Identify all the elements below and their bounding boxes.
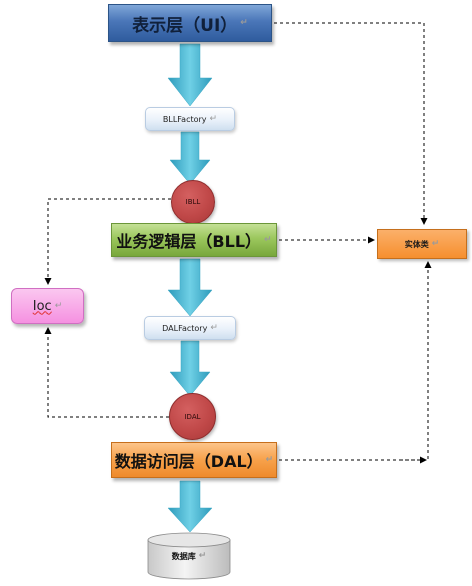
data-access-layer-label: 数据访问层（DAL） xyxy=(114,452,263,471)
database-cylinder-icon xyxy=(147,532,231,580)
idal-label: IDAL xyxy=(184,412,201,421)
paragraph-mark: ↵ xyxy=(209,114,218,124)
connector-idal-to-ioc xyxy=(44,327,169,418)
presentation-layer-label: 表示层（UI） xyxy=(132,15,238,36)
flow-arrow-dal-to-database xyxy=(167,480,213,533)
dal-factory-label: DALFactory xyxy=(162,323,208,333)
ibll-interface-circle: IBLL xyxy=(171,180,215,224)
ibll-label: IBLL xyxy=(185,198,201,206)
paragraph-mark: ↵ xyxy=(265,455,274,465)
business-logic-layer-label: 业务逻辑层（BLL） xyxy=(116,232,262,251)
connector-ibll-to-ioc xyxy=(44,198,171,285)
database-label-wrap: 数据库↵ xyxy=(148,548,230,564)
database-label: 数据库 xyxy=(171,551,196,561)
flow-arrow-ui-to-bllfactory xyxy=(167,43,213,107)
idal-interface-circle: IDAL xyxy=(169,393,216,440)
business-logic-layer-box: 业务逻辑层（BLL）↵ xyxy=(111,223,277,257)
flow-arrow-bll-to-dalfactory xyxy=(167,258,213,317)
data-access-layer-box: 数据访问层（DAL）↵ xyxy=(111,442,277,478)
ioc-container-box: Ioc↵ xyxy=(11,288,84,324)
entity-class-label: 实体类 xyxy=(404,239,429,249)
bll-factory-box: BLLFactory↵ xyxy=(145,107,235,131)
paragraph-mark: ↵ xyxy=(210,323,218,333)
paragraph-mark: ↵ xyxy=(198,551,207,561)
paragraph-mark: ↵ xyxy=(54,301,63,311)
presentation-layer-box: 表示层（UI）↵ xyxy=(108,4,272,42)
flow-arrow-bllfactory-to-ibll xyxy=(169,131,211,185)
connector-ui-to-entity xyxy=(274,22,428,225)
connector-dal-to-entity xyxy=(279,261,432,461)
bll-factory-label: BLLFactory xyxy=(162,114,207,124)
paragraph-mark: ↵ xyxy=(240,18,248,28)
dal-factory-box: DALFactory↵ xyxy=(144,316,236,340)
entity-class-box: 实体类↵ xyxy=(377,229,467,259)
ioc-label: Ioc xyxy=(32,298,52,314)
flow-arrow-dalfactory-to-idal xyxy=(169,340,211,397)
paragraph-mark: ↵ xyxy=(264,235,272,245)
paragraph-mark: ↵ xyxy=(431,239,440,249)
